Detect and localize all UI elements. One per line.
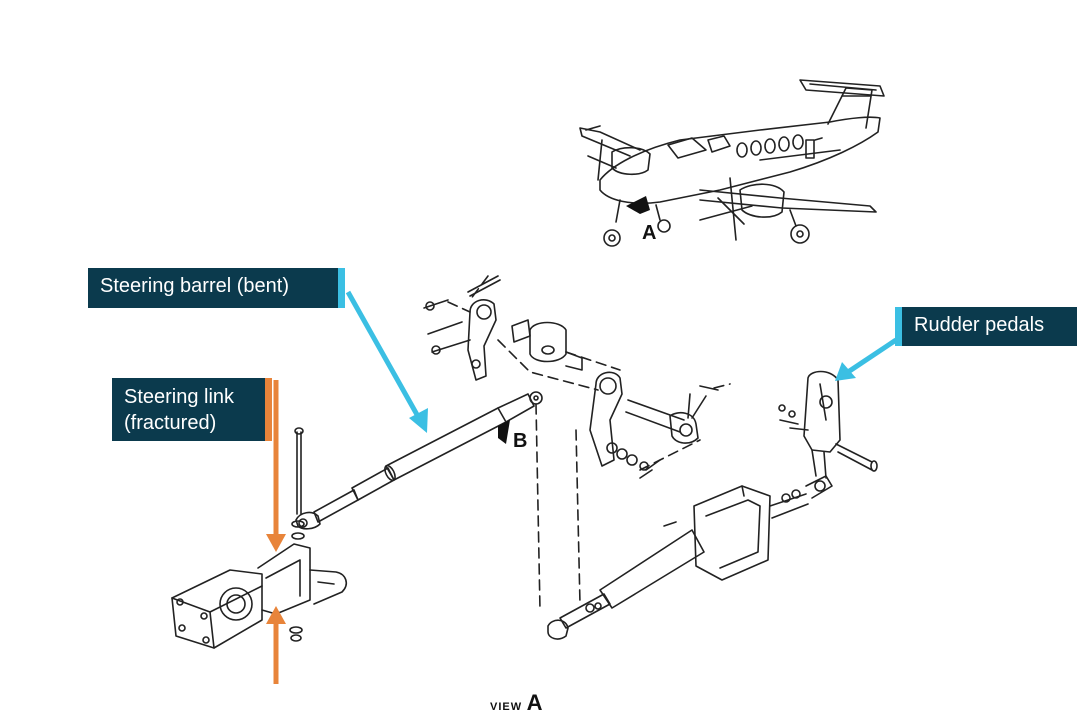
blue-arrow-barrel [345,290,428,433]
callout-steering-barrel-text: Steering barrel (bent) [100,275,289,297]
callout-steering-barrel: Steering barrel (bent) [88,268,345,308]
orange-arrow-bottom [266,606,286,684]
marker-b-label: B [513,430,528,452]
dashed-guide-lines [447,275,731,611]
rudder-pedal-drawing [778,370,878,479]
callout-steering-link-line1: Steering link [124,386,235,408]
rudder-cable-drawing [547,475,833,640]
view-label-letter: A [526,690,543,715]
orange-arrow-top [266,380,286,552]
center-linkage-drawing [423,275,719,479]
callout-steering-link: Steering link (fractured) [112,378,272,441]
marker-a-label: A [642,222,657,244]
marker-b-arrow [498,420,510,444]
callout-rudder-pedals-text: Rudder pedals [914,314,1045,336]
aircraft-illustration [579,79,885,247]
view-label: VIEW A [490,690,542,716]
steering-barrel-drawing [295,391,543,530]
view-label-prefix: VIEW [490,701,523,713]
blue-arrow-rudder [835,337,898,381]
callout-steering-link-line2: (fractured) [124,412,217,434]
callout-rudder-pedals: Rudder pedals [895,307,1077,346]
steering-link-drawing [171,427,348,649]
marker-a-arrow [626,196,650,214]
